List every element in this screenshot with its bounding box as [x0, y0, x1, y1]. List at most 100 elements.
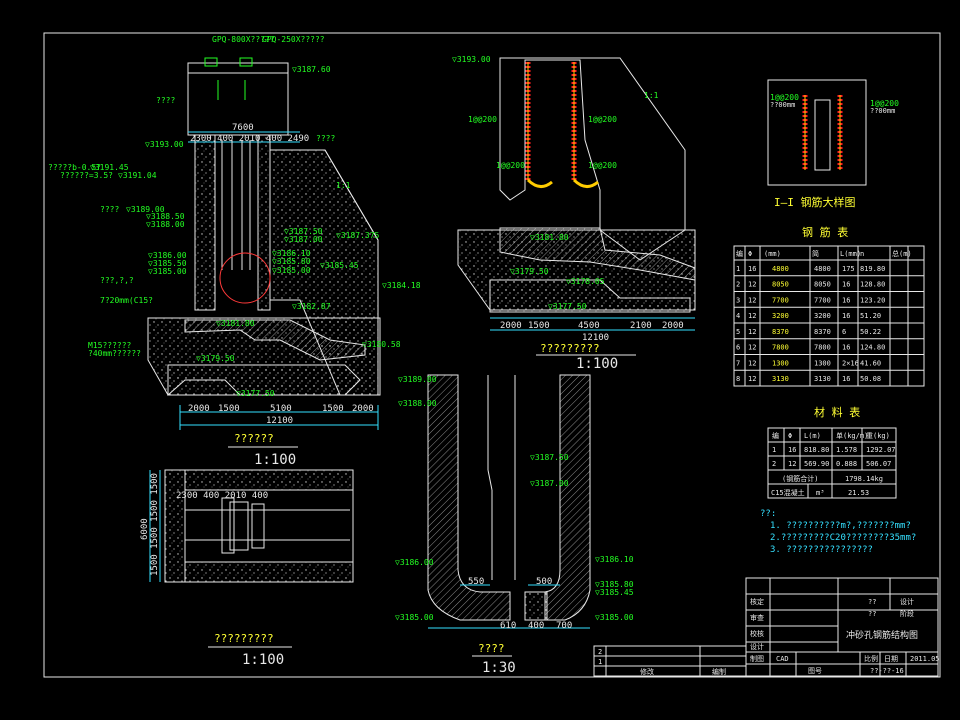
material-table-cell: 1 — [772, 446, 776, 454]
rebar-table-title: 钢 筋 表 — [802, 225, 848, 239]
mat-concrete-value: 21.53 — [848, 489, 869, 497]
elev-label: ▽3189.00 — [126, 205, 165, 214]
sec-dim-2: 4500 — [578, 321, 600, 331]
rebar-table-cell: 3 — [736, 296, 740, 304]
mat-concrete-unit: m³ — [816, 489, 824, 497]
mat-total-label: (钢筋合计) — [782, 474, 818, 483]
sec-elev: ▽3181.80 — [530, 233, 569, 242]
elevation-title: ?????? — [234, 432, 274, 445]
tb-date: 2011.05 — [910, 655, 940, 663]
rebar-table-cell: 8050 — [772, 281, 789, 289]
sec-rebar: 1@@200 — [496, 161, 525, 170]
rebar-table-cell: 8370 — [772, 328, 789, 336]
note-1: 1. ??????????m?,???????mm? — [770, 521, 911, 531]
rebar-table-cell: 175 — [842, 265, 855, 273]
rebar-table-cell: 5 — [736, 328, 740, 336]
plan-dim-row: 2300 400 2010 400 — [176, 491, 268, 501]
annot-label: M15?????? — [88, 341, 132, 350]
elev-label: ▽3185.45 — [320, 261, 359, 270]
rev-head-1: 编制 — [712, 667, 726, 676]
tb-date-label: 日期 — [884, 655, 898, 663]
rebar-table-cell: 50.22 — [860, 328, 881, 336]
elev-label: ▽3187.00 — [284, 235, 323, 244]
tb-row-4: 制图 — [750, 654, 764, 663]
det-elev: ▽3185.80 — [595, 580, 634, 589]
sec-elev: ▽3179.50 — [510, 267, 549, 276]
det-elev: ▽3185.00 — [595, 613, 634, 622]
rebar-table-cell: 7800 — [772, 344, 789, 352]
rebar-table-cell: 12 — [748, 328, 756, 336]
detail-title: ???? — [478, 642, 505, 655]
sec-dim-total: 12100 — [582, 333, 609, 343]
rebar-table-cell: 7800 — [814, 344, 831, 352]
elev-label: ▽3187.375 — [336, 231, 380, 240]
det-dim-0: 610 — [500, 621, 516, 631]
elev-label: ▽3191.04 — [118, 171, 157, 180]
rebar-table-cell: 50.08 — [860, 375, 881, 383]
det-elev: ▽3188.00 — [398, 399, 437, 408]
det-elev: ▽3185.45 — [595, 588, 634, 597]
detail-scale: 1:30 — [482, 660, 516, 676]
rebar-table-cell: 6 — [842, 328, 846, 336]
plan-title: ????????? — [214, 632, 274, 645]
det-dim-2: 700 — [556, 621, 572, 631]
elev-label: ▽3177.50 — [236, 389, 275, 398]
rebar-table-cell: 12 — [748, 312, 756, 320]
dim-bottom-2: 5100 — [270, 404, 292, 414]
elev-label: ▽3180.58 — [362, 340, 401, 349]
material-table-header: 编 — [772, 431, 779, 440]
rev-1: 1 — [598, 658, 602, 666]
rev-2: 2 — [598, 648, 602, 656]
elev-label: ▽3193.00 — [145, 140, 184, 149]
rebar-table-header: 总(m) — [892, 249, 912, 258]
elev-label: ▽3182.87 — [292, 302, 331, 311]
notes-heading: ??: — [760, 509, 776, 519]
material-table-cell: 2 — [772, 460, 776, 468]
rebar-table-cell: 41.60 — [860, 359, 881, 367]
dim-bottom-4: 2000 — [352, 404, 374, 414]
det-dim-550: 550 — [468, 577, 484, 587]
tb-row-2: 校核 — [750, 629, 764, 638]
det-elev: ▽3187.50 — [530, 453, 569, 462]
section-scale: 1:100 — [576, 356, 618, 372]
rebar-table-cell: 16 — [842, 375, 850, 383]
annot-label: ???,?,? — [100, 276, 134, 285]
tb-right-2: ?? — [868, 610, 876, 618]
rebar-detail-title: I—I 钢筋大样图 — [774, 195, 856, 209]
rebar-table-cell: 8 — [736, 375, 740, 383]
slope-label: 1:1 — [336, 181, 351, 190]
tb-dwg-no: ??-??-16 — [870, 667, 904, 675]
sec-slope: 1:1 — [644, 91, 659, 100]
rebar-table-cell: 12 — [748, 359, 756, 367]
elev-label: ▽3179.50 — [196, 354, 235, 363]
section-view — [457, 57, 696, 331]
rebar-table-cell: 1 — [736, 265, 740, 273]
detail-view — [427, 374, 591, 629]
material-table-cell: 0.888 — [836, 460, 857, 468]
drawing-frame — [43, 32, 941, 678]
tb-scale-label: 比例 — [864, 654, 878, 663]
elev-label: ▽3185.50 — [148, 259, 187, 268]
plan-view — [149, 469, 354, 583]
rebar-table-cell: 12 — [748, 344, 756, 352]
note-3: 3. ???????????????? — [770, 545, 873, 555]
elev-label: ▽3188.50 — [146, 212, 185, 221]
elev-label: ▽3188.00 — [146, 220, 185, 229]
elev-label: ▽3187.60 — [292, 65, 331, 74]
rebar-right-label2: ??00mm — [870, 107, 895, 115]
material-table-cell: 1.578 — [836, 446, 857, 454]
sec-elev: ▽3177.50 — [548, 302, 587, 311]
rebar-table-cell: 6 — [736, 344, 740, 352]
rebar-table-cell: 12 — [748, 296, 756, 304]
sec-rebar: 1@@200 — [468, 115, 497, 124]
note-2: 2.?????????C20????????35mm? — [770, 533, 916, 543]
dim-bottom-1: 1500 — [218, 404, 240, 414]
rebar-table-cell: 124.80 — [860, 344, 885, 352]
rebar-table-cell: 7 — [736, 359, 740, 367]
elev-label: ▽3187.50 — [284, 227, 323, 236]
material-table-title: 材 料 表 — [814, 405, 860, 419]
elev-label: ▽3191.45 — [90, 163, 129, 172]
rev-head-0: 修改 — [640, 667, 654, 676]
